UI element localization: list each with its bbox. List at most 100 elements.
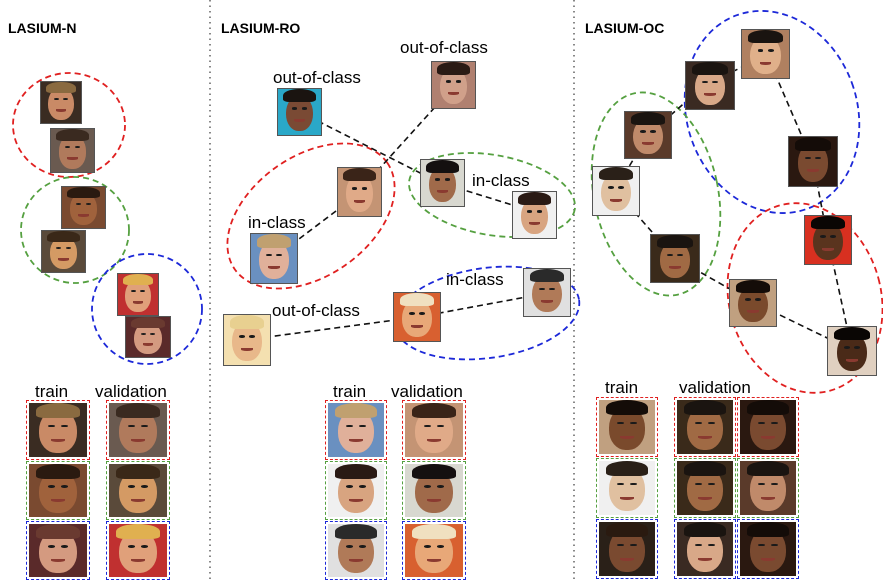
- hair: [411, 403, 457, 419]
- hair: [683, 461, 727, 477]
- mouth: [669, 266, 681, 269]
- eye: [292, 107, 298, 110]
- eye: [608, 186, 614, 189]
- face-photo: [277, 88, 322, 136]
- eye: [358, 545, 366, 548]
- eye: [436, 485, 444, 488]
- hair: [35, 524, 81, 539]
- eye: [56, 247, 62, 250]
- oc-cluster-blue: [683, 10, 861, 214]
- n-cluster-green: [20, 176, 130, 284]
- face-photo: [740, 400, 796, 454]
- face-photo: [512, 191, 557, 239]
- eye: [249, 335, 255, 338]
- mouth: [51, 558, 65, 563]
- hair: [518, 192, 551, 205]
- eye: [54, 98, 59, 101]
- face-photo: [804, 215, 852, 265]
- eye: [76, 203, 82, 206]
- face-photo: [223, 314, 271, 366]
- mouth: [704, 93, 716, 96]
- face-photo: [29, 524, 87, 577]
- mouth: [759, 61, 772, 65]
- hair: [630, 112, 666, 125]
- face-photo: [40, 81, 82, 124]
- mouth: [411, 324, 423, 328]
- mouth: [427, 558, 441, 563]
- eye: [128, 485, 136, 488]
- mouth: [427, 498, 441, 503]
- face-photo: [740, 522, 796, 576]
- ro-connector: [244, 316, 419, 341]
- n-val-red: [106, 400, 170, 460]
- oc-train-red: [596, 397, 658, 457]
- eye: [140, 290, 145, 293]
- face-photo: [328, 403, 384, 457]
- face-photo: [337, 167, 382, 217]
- oc-val-blue-2: [737, 519, 799, 579]
- mouth: [698, 557, 712, 561]
- oc-val-green-1: [674, 458, 736, 518]
- oc-train-green: [596, 458, 658, 518]
- eye: [770, 543, 778, 547]
- eye: [629, 543, 637, 547]
- ro-val-red: [402, 400, 466, 460]
- eye: [650, 130, 656, 133]
- oc-train-blue: [596, 519, 658, 579]
- ro-cluster-red: [226, 142, 396, 290]
- eye: [48, 545, 56, 548]
- eye: [640, 130, 646, 133]
- hair: [67, 187, 100, 199]
- oc-val-blue-1: [674, 519, 736, 579]
- eye: [695, 421, 703, 425]
- mouth: [620, 557, 634, 561]
- ro-label-out-of-class: out-of-class: [400, 38, 488, 57]
- face-photo: [420, 159, 465, 207]
- mouth: [698, 435, 712, 439]
- eye: [695, 482, 703, 486]
- face-photo: [599, 461, 655, 515]
- mouth: [529, 222, 540, 226]
- hair: [399, 293, 435, 307]
- hair: [683, 400, 727, 416]
- eye: [820, 235, 826, 238]
- face-photo: [109, 524, 167, 577]
- eye: [140, 545, 148, 548]
- face-photo: [41, 230, 86, 273]
- eye: [436, 545, 444, 548]
- eye: [358, 485, 366, 488]
- hair: [47, 231, 80, 243]
- mouth: [78, 214, 89, 217]
- eye: [695, 543, 703, 547]
- mouth: [822, 247, 834, 251]
- eye: [767, 49, 774, 52]
- mouth: [131, 498, 145, 503]
- face-photo: [393, 292, 441, 342]
- eye: [65, 146, 71, 149]
- eye: [419, 312, 425, 315]
- oc-train-label: train: [605, 378, 639, 397]
- n-validation-label: validation: [95, 382, 167, 401]
- mouth: [747, 310, 759, 314]
- face-photo: [405, 464, 463, 517]
- mouth: [354, 199, 365, 203]
- face-photo: [685, 61, 735, 110]
- eye: [346, 485, 354, 488]
- hair: [437, 62, 470, 75]
- eye: [239, 335, 245, 338]
- ro-connector: [299, 111, 439, 183]
- mouth: [142, 343, 154, 346]
- ro-label-in-class: in-class: [446, 270, 504, 289]
- mouth: [761, 557, 775, 561]
- hair: [343, 168, 376, 182]
- eye: [770, 421, 778, 425]
- eye: [549, 287, 555, 291]
- mouth: [427, 438, 441, 442]
- mouth: [58, 258, 69, 261]
- eye: [346, 424, 354, 428]
- hair: [794, 137, 832, 151]
- hair: [115, 524, 161, 539]
- mouth: [620, 496, 634, 500]
- oc-validation-label: validation: [679, 378, 751, 397]
- eye: [424, 485, 432, 488]
